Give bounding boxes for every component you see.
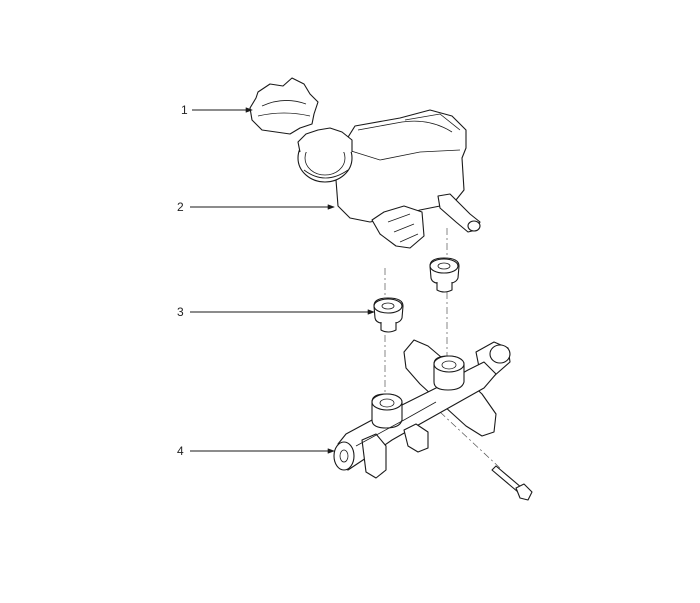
reservoir-seal — [373, 297, 404, 333]
mounting-bolt — [491, 465, 533, 501]
reservoir-cap — [249, 77, 319, 135]
brake-fluid-reservoir — [297, 109, 481, 249]
callout-number-4: 4 — [177, 444, 184, 458]
reservoir-seal — [429, 257, 460, 293]
master-cylinder — [333, 339, 511, 479]
callout-number-1: 1 — [181, 103, 188, 117]
callout-number-2: 2 — [177, 200, 184, 214]
assembly-centerline — [439, 411, 501, 469]
callout-number-3: 3 — [177, 305, 184, 319]
